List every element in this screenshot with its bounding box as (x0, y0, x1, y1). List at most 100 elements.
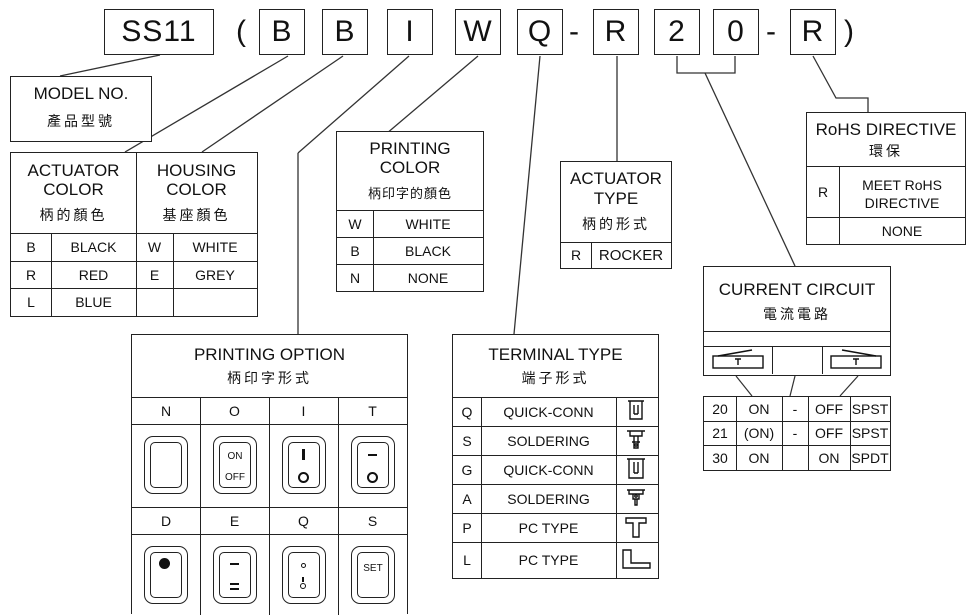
actuator-color-title-1: ACTUATOR (27, 161, 120, 180)
rocker-off-label: OFF (225, 472, 245, 483)
pc-terminal-icon (625, 517, 647, 538)
terminal-type-table: TERMINAL TYPE 端子形式 Q QUICK-CONN S SOLDER… (452, 334, 659, 579)
circuit-pos-3: OFF (815, 401, 843, 417)
leader-printing-option (297, 55, 410, 154)
terminal-name: SOLDERING (507, 432, 590, 449)
rocker-dot-icon (144, 546, 188, 604)
terminal-name: PC TYPE (518, 552, 579, 568)
leader-circuit (704, 72, 796, 267)
actuator-type-table: ACTUATOR TYPE 柄的形式 R ROCKER (560, 161, 672, 269)
printing-color-code: B (350, 242, 360, 259)
option-code-i: I (301, 402, 306, 419)
rocker-on-label: ON (227, 451, 243, 462)
code-terminal-type: Q (517, 9, 563, 55)
printing-color-title-2: COLOR (379, 158, 441, 177)
printing-color-code: W (348, 215, 362, 232)
code-printing-option: I (387, 9, 433, 55)
circuit-pos-1: ON (748, 449, 770, 466)
rohs-title: RoHS DIRECTIVE (815, 120, 957, 139)
printing-color-cn: 柄印字的顏色 (367, 187, 452, 202)
rocker-line-circle-icon (282, 436, 326, 494)
leader-actuator-color (124, 55, 289, 153)
actuator-color-code: R (25, 266, 37, 283)
actuator-type-title-2: TYPE (593, 189, 639, 208)
terminal-code: L (463, 552, 471, 568)
option-code-s: S (367, 512, 378, 529)
circuit-pos-3: ON (818, 449, 840, 466)
option-code-o: O (229, 402, 240, 419)
terminal-code: S (462, 432, 472, 449)
actuator-type-title-1: ACTUATOR (570, 169, 662, 188)
actuator-type-cn: 柄的形式 (582, 217, 650, 233)
model-no-cn: 產品型號 (47, 114, 115, 130)
rohs-cn: 環保 (869, 144, 903, 160)
circuit-code: 21 (712, 425, 728, 441)
circuit-pos-2 (782, 445, 808, 470)
actuator-color-name: BLUE (75, 294, 112, 310)
circuit-codes-table: 20 ON - OFF SPST 21 (ON) - OFF SPST 30 O… (703, 396, 891, 471)
rohs-none: NONE (881, 222, 923, 239)
actuator-color-code: B (26, 239, 36, 255)
code-rohs: R (790, 9, 836, 55)
circuit-diagram-row (703, 346, 891, 376)
leader-circuit-bracket (676, 56, 736, 74)
circuit-pos-3: OFF (815, 425, 843, 441)
quick-conn-terminal-icon (628, 400, 644, 420)
printing-color-table: PRINTING COLOR 柄印字的顏色 W WHITE B BLACK N … (336, 131, 484, 292)
rocker-set-icon: SET (351, 546, 395, 604)
code-circuit-1: 2 (654, 9, 700, 55)
actuator-color-name: RED (78, 266, 109, 283)
circuit-pos-1: (ON) (743, 425, 775, 441)
printing-color-title-1: PRINTING (369, 139, 451, 158)
circuit-pos-2: - (792, 425, 798, 441)
soldering-terminal-icon (627, 430, 645, 449)
printing-color-name: NONE (407, 269, 449, 286)
printing-color-name: BLACK (405, 242, 451, 259)
terminal-code: P (462, 519, 472, 536)
option-code-e: E (229, 512, 240, 529)
rocker-dash-equal-icon (213, 546, 257, 604)
leader-printing-color (385, 55, 479, 135)
printing-color-name: WHITE (405, 215, 451, 232)
rocker-small-circles-icon (282, 546, 326, 604)
circuit-pos-2: - (792, 401, 798, 417)
terminal-type-title: TERMINAL TYPE (488, 345, 623, 364)
dash-2: - (766, 15, 776, 48)
current-circuit-title: CURRENT CIRCUIT (718, 280, 876, 299)
rocker-dash-circle-icon (351, 436, 395, 494)
code-circuit-2: 0 (713, 9, 759, 55)
terminal-name: QUICK-CONN (503, 461, 594, 478)
current-circuit-cn: 電流電路 (763, 307, 831, 323)
rocker-blank-icon (144, 436, 188, 494)
rohs-code: R (817, 183, 829, 200)
leader-model (59, 54, 161, 77)
color-table: ACTUATOR COLOR 柄的顏色 HOUSING COLOR 基座顏色 B… (10, 152, 258, 317)
soldering-terminal-icon (627, 489, 645, 506)
terminal-name: PC TYPE (518, 519, 579, 536)
close-paren: ) (844, 15, 854, 48)
pc-right-angle-terminal-icon (622, 549, 651, 569)
code-printing-color: W (455, 9, 501, 55)
housing-color-name: WHITE (192, 239, 238, 255)
circuit-code: 20 (712, 401, 728, 417)
housing-color-title-1: HOUSING (156, 161, 237, 180)
rohs-label-2: DIRECTIVE (864, 195, 940, 211)
terminal-code: G (461, 461, 473, 478)
terminal-type-cn: 端子形式 (521, 371, 590, 387)
circuit-code: 30 (712, 449, 728, 466)
actuator-color-name: BLACK (70, 239, 117, 255)
actuator-type-code: R (570, 247, 582, 263)
rocker-set-label: SET (363, 563, 383, 574)
rohs-table: RoHS DIRECTIVE 環保 R MEET RoHS DIRECTIVE … (806, 112, 966, 245)
option-code-d: D (160, 512, 172, 529)
leader-rohs (812, 55, 869, 112)
printing-option-cn: 柄印字形式 (227, 371, 312, 387)
code-model: SS11 (104, 9, 214, 55)
circuit-pos-1: ON (748, 401, 770, 417)
code-actuator-color: B (259, 9, 305, 55)
circuit-type: SPST (851, 401, 889, 417)
rocker-on-off-icon: ON OFF (213, 436, 257, 494)
code-actuator-type: R (593, 9, 639, 55)
housing-color-cn: 基座顏色 (162, 208, 231, 224)
